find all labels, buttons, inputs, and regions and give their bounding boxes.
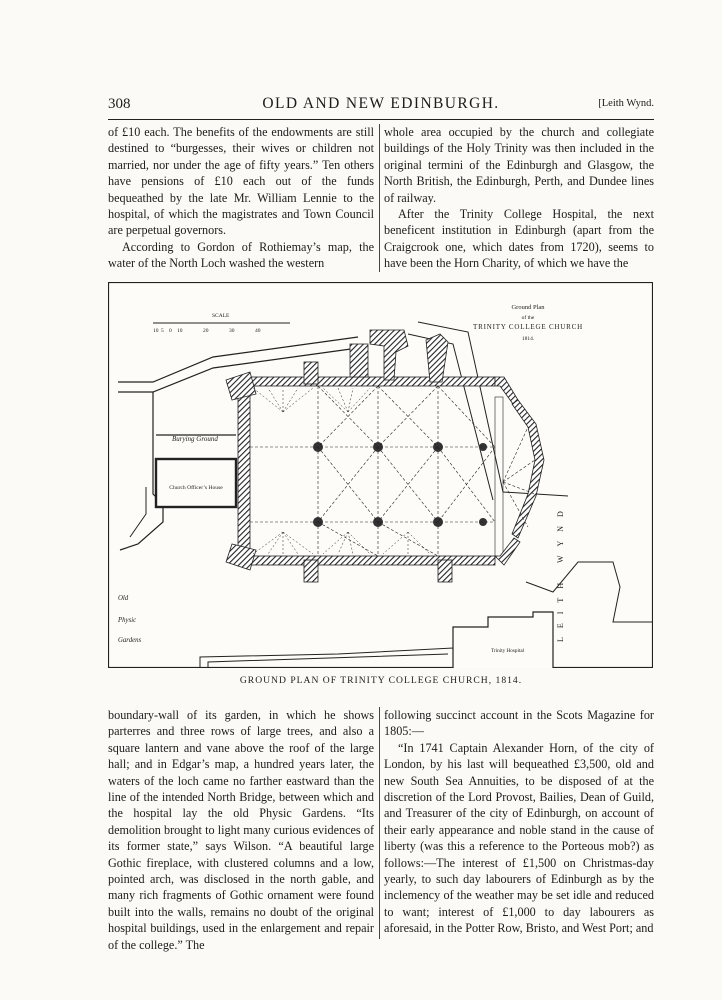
- physic-gardens-label: Gardens: [118, 637, 142, 644]
- trinity-hospital-building: [452, 611, 554, 668]
- section-marker: [Leith Wynd.: [598, 98, 654, 109]
- header-rule: [108, 119, 654, 120]
- paragraph: After the Trinity College Hospital, the …: [384, 207, 654, 271]
- scale-tick-label: 10: [153, 328, 159, 334]
- church-officers-house: [154, 457, 238, 509]
- physic-gardens-label: Old: [118, 595, 129, 602]
- scale-tick-label: 5: [161, 328, 164, 334]
- church-plan: [225, 329, 545, 583]
- boundary-wall: [118, 336, 359, 383]
- church-officers-house-label: Church Officer’s House: [169, 484, 223, 491]
- running-header: 308 OLD AND NEW EDINBURGH. [Leith Wynd.: [108, 94, 654, 116]
- figure-caption: GROUND PLAN OF TRINITY COLLEGE CHURCH, 1…: [239, 675, 523, 686]
- scale-tick-label: 20: [203, 328, 209, 334]
- paragraph: following succinct account in the Scots …: [384, 708, 654, 739]
- column-divider: [379, 124, 380, 272]
- plan-title-1: Ground Plan: [511, 304, 545, 311]
- scale-tick-label: 30: [229, 328, 235, 334]
- column-top-left: of £10 each. The benefits of the endowme…: [108, 124, 374, 272]
- paragraph: of £10 each. The benefits of the endowme…: [108, 125, 374, 238]
- plan-title-4: 1814.: [522, 336, 535, 342]
- scale-label: SCALE: [212, 313, 230, 319]
- page-number: 308: [108, 96, 131, 112]
- paragraph: According to Gordon of Rothiemay’s map, …: [108, 239, 374, 271]
- paragraph: boundary-wall of its garden, in which he…: [108, 708, 374, 952]
- boundary-wall: [129, 487, 147, 538]
- scale-tick-label: 40: [255, 328, 261, 334]
- scale-tick-label: 0: [169, 328, 172, 334]
- paragraph: “In 1741 Captain Alexander Horn, of the …: [384, 740, 654, 936]
- column-divider: [379, 707, 380, 939]
- burying-ground-label: Burying Ground: [172, 435, 218, 443]
- column-bottom-left: boundary-wall of its garden, in which he…: [108, 707, 374, 953]
- plan-title-2: of the: [522, 314, 535, 321]
- running-title: OLD AND NEW EDINBURGH.: [262, 95, 500, 112]
- column-bottom-right: following succinct account in the Scots …: [384, 707, 654, 937]
- paragraph: whole area occupied by the church and co…: [384, 125, 654, 205]
- leith-wynd-label: LEITH WYND: [556, 502, 565, 642]
- plan-title-3: TRINITY COLLEGE CHURCH: [473, 323, 583, 331]
- boundary-wall: [119, 392, 164, 551]
- scale-tick-label: 10: [177, 328, 183, 334]
- physic-gardens-label: Physic: [117, 617, 136, 624]
- boundary-wall: [118, 347, 359, 393]
- trinity-hospital-label: Trinity Hospital: [491, 648, 525, 654]
- column-top-right: whole area occupied by the church and co…: [384, 124, 654, 272]
